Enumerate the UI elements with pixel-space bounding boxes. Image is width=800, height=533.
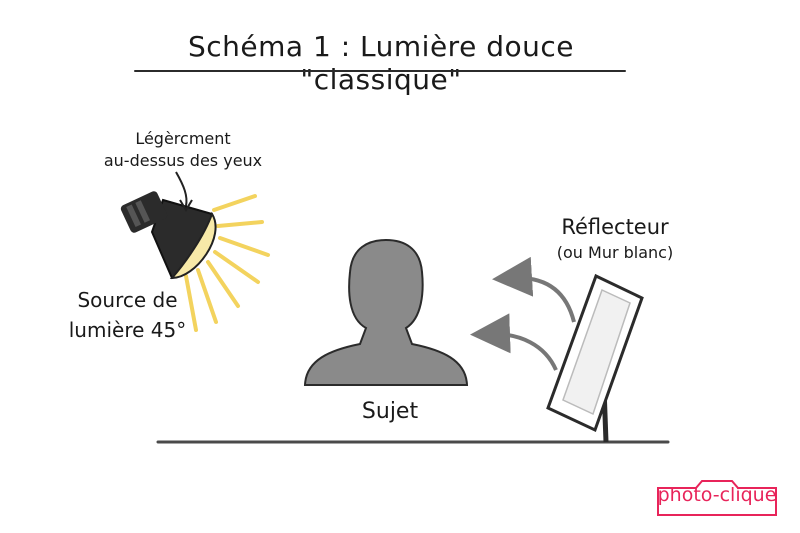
reflector-label-line1: Réflecteur	[561, 215, 669, 239]
reflector-label-line2: (ou Mur blanc)	[556, 243, 674, 262]
reflector-label: Réflecteur (ou Mur blanc)	[535, 214, 695, 266]
reflector-panel	[546, 273, 644, 443]
light-rays	[184, 194, 270, 332]
diagram-title: Schéma 1 : Lumière douce "classique"	[188, 30, 574, 96]
logo-text: photo-clique	[657, 484, 777, 506]
lamp-icon	[120, 191, 217, 280]
lamp-height-note: Légèrcment au-dessus des yeux	[78, 128, 288, 172]
reflection-arrow-lower	[470, 313, 558, 371]
title-underline	[134, 70, 626, 72]
source-label-line2: lumière 45°	[68, 318, 187, 342]
lamp-note-line1: Légèrcment	[135, 129, 231, 148]
note-pointer-arrowhead	[179, 199, 193, 212]
subject-label: Sujet	[361, 399, 419, 424]
reflection-arrow-upper	[492, 256, 576, 323]
photo-clique-logo: photo-clique	[652, 478, 782, 518]
light-source-label: Source de lumière 45°	[50, 285, 205, 345]
camera-outline-icon	[657, 480, 777, 516]
note-pointer-arrow	[175, 171, 188, 207]
subject-silhouette	[303, 238, 469, 386]
source-label-line1: Source de	[77, 288, 178, 312]
lamp-note-line2: au-dessus des yeux	[103, 151, 263, 170]
